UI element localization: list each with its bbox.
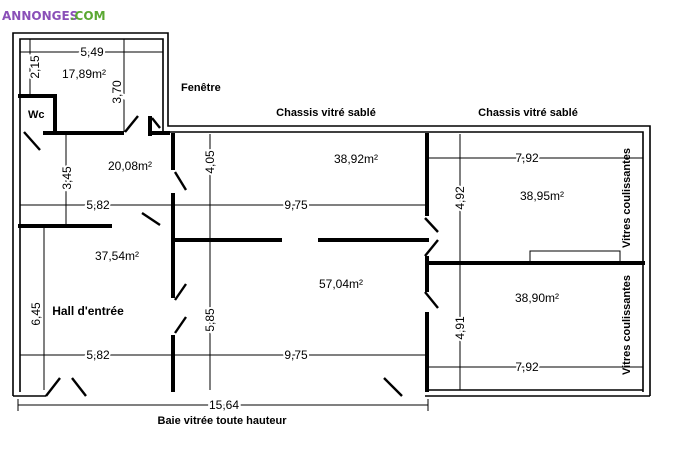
dim-492: 4,92 [453,186,467,210]
label-vitres-2: Vitres coulissantes [621,275,633,375]
dim-975-bottom: 9,75 [284,348,308,362]
dim-215: 2,15 [28,55,42,79]
dim-582-bottom: 5,82 [86,348,110,362]
dim-405: 4,05 [203,150,217,174]
dim-645: 6,45 [29,302,43,326]
area-room-3: 38,92m² [334,152,378,166]
watermark-domain: .COM [70,9,106,23]
dim-792-bottom: 7,92 [515,360,539,374]
label-wc: Wc [28,109,45,121]
area-room-2: 20,08m² [108,159,152,173]
dim-491: 4,91 [453,316,467,340]
dimension-lines [17,39,643,411]
label-fenetre: Fenêtre [181,82,221,94]
dim-345: 3,45 [60,166,74,190]
dim-1564: 15,64 [209,398,239,412]
area-room-6: 57,04m² [319,277,363,291]
dim-792-top: 7,92 [515,151,539,165]
dim-370: 3,70 [110,80,124,104]
area-room-1: 17,89m² [62,67,106,81]
outer-walls [12,32,651,397]
cabinet [529,250,621,263]
label-chassis-1: Chassis vitré sablé [276,107,376,119]
dim-582-top: 5,82 [86,198,110,212]
dim-585: 5,85 [203,308,217,332]
label-vitres-1: Vitres coulissantes [621,148,633,248]
watermark-logo: ANNONGES .COM [2,9,106,23]
dim-975-top: 9,75 [284,198,308,212]
dim-549: 5,49 [80,45,104,59]
area-room-7: 38,90m² [515,291,559,305]
area-room-4: 38,95m² [520,189,564,203]
doors [23,115,439,397]
label-chassis-2: Chassis vitré sablé [478,107,578,119]
label-hall: Hall d'entrée [52,304,124,318]
area-room-5: 37,54m² [95,249,139,263]
watermark-brand: ANNONGES [2,9,78,23]
interior-walls [18,94,645,392]
label-baie: Baie vitrée toute hauteur [158,415,288,427]
